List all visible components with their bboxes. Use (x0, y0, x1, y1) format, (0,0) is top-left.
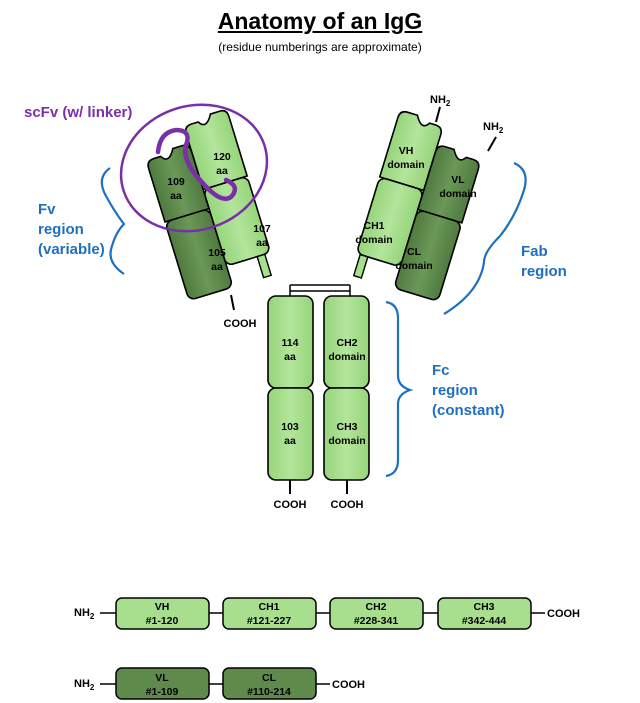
light-chain-cl-range: #110-214 (247, 686, 291, 698)
fv-label-3: (variable) (38, 241, 105, 258)
left-light-cooh: COOH (224, 318, 257, 330)
fc-right-ch3-domain (323, 387, 370, 481)
fc-label-3: (constant) (432, 402, 505, 419)
scfv-label: scFv (w/ linker) (24, 104, 132, 121)
fv-label-2: region (38, 221, 84, 238)
heavy-chain-nh2: NH2 (74, 607, 95, 621)
fab-label-2: region (521, 263, 567, 280)
fc-left-ch3-domain (267, 387, 314, 481)
right-vh-label-2: domain (387, 159, 424, 171)
fab-label-1: Fab (521, 243, 548, 260)
fc-right-ch3-label-1: CH3 (336, 421, 357, 433)
heavy-chain-ch1-range: #121-227 (247, 615, 292, 627)
heavy-chain-ch1-name: CH1 (258, 601, 279, 613)
right-cl-label-2: domain (395, 260, 432, 272)
scfv-linker (155, 127, 238, 201)
scfv-ellipse (119, 103, 269, 233)
right-light-nh2: NH2 (483, 121, 504, 135)
fc-left-cooh: COOH (274, 499, 307, 511)
right-vh-label-1: VH (399, 145, 414, 157)
fab-brace (443, 161, 527, 315)
fv-brace (100, 167, 126, 275)
fc-right-ch2-label-2: domain (328, 351, 365, 363)
page-title: Anatomy of an IgG (217, 8, 423, 34)
fv-label-1: Fv (38, 201, 56, 218)
left-light-variable-label-2: aa (170, 190, 182, 202)
left-heavy-variable-label-1: 120 (213, 151, 231, 163)
right-vl-label-2: domain (439, 188, 476, 200)
fc-left-ch2-label-2: aa (284, 351, 296, 363)
left-heavy-variable-label-2: aa (216, 165, 228, 177)
fc-label-1: Fc (432, 362, 450, 379)
fc-left-ch3-label-2: aa (284, 435, 296, 447)
page-subtitle: (residue numberings are approximate) (218, 40, 422, 54)
right-ch1-label-2: domain (355, 234, 392, 246)
light-chain-vl-range: #1-109 (146, 686, 179, 698)
right-cl-domain (394, 210, 461, 301)
right-vl-label-1: VL (451, 174, 465, 186)
right-vh-domain (378, 110, 443, 192)
right-cl-label-1: CL (407, 246, 422, 258)
light-chain-cl-name: CL (262, 672, 277, 684)
light-chain-vl-name: VL (155, 672, 169, 684)
fc-left-ch3-label-1: 103 (281, 421, 299, 433)
right-heavy-nh2: NH2 (430, 94, 451, 108)
heavy-chain-ch3-range: #342-444 (462, 615, 507, 627)
left-light-variable-domain (147, 144, 210, 224)
right-vl-domain (416, 145, 480, 224)
left-heavy-variable-domain (184, 109, 249, 191)
heavy-chain-ch2-name: CH2 (365, 601, 386, 613)
left-light-constant-label-1: 105 (208, 247, 226, 259)
fc-left-ch2-label-1: 114 (282, 337, 299, 349)
right-fab-arm (352, 110, 480, 301)
right-ch1-label-1: CH1 (363, 220, 384, 232)
left-hinge (256, 253, 273, 279)
left-heavy-constant-label-1: 107 (253, 223, 271, 235)
fc-right-cooh: COOH (331, 499, 364, 511)
heavy-chain-vh-name: VH (155, 601, 170, 613)
right-hinge (352, 253, 369, 279)
light-chain-nh2: NH2 (74, 678, 95, 692)
left-light-variable-label-1: 109 (167, 176, 185, 188)
left-heavy-constant-label-2: aa (256, 237, 268, 249)
heavy-chain-vh-range: #1-120 (146, 615, 179, 627)
heavy-chain-ch3-name: CH3 (473, 601, 494, 613)
fc-right-ch3-label-2: domain (328, 435, 365, 447)
fc-label-2: region (432, 382, 478, 399)
heavy-chain-cooh: COOH (547, 608, 580, 620)
left-fab-arm (147, 109, 273, 300)
fc-brace (385, 300, 414, 478)
light-chain-cooh: COOH (332, 679, 365, 691)
left-light-constant-label-2: aa (211, 261, 223, 273)
heavy-chain-ch2-range: #228-341 (354, 615, 399, 627)
fc-right-ch2-label-1: CH2 (336, 337, 357, 349)
